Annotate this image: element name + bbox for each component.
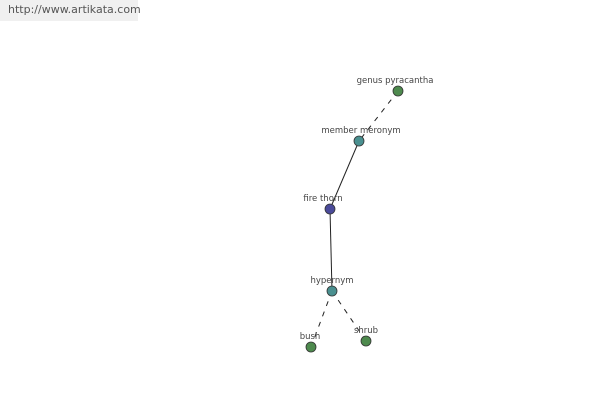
node-hypernym[interactable]: hypernym <box>310 276 354 297</box>
node-label: bush <box>300 332 321 342</box>
graph-edges <box>310 90 399 348</box>
node-label: genus pyracantha <box>357 76 434 86</box>
edge-member-meronym-fire-thorn <box>329 140 360 210</box>
relation-node-dot[interactable] <box>326 285 338 297</box>
node-label: shrub <box>354 326 378 336</box>
node-label: fire thorn <box>303 194 342 204</box>
edge-fire-thorn-hypernym <box>329 208 333 292</box>
word-node-dot[interactable] <box>392 85 404 97</box>
word-node-dot[interactable] <box>305 341 317 353</box>
node-shrub[interactable]: shrub <box>354 326 378 347</box>
node-member-meronym[interactable]: member meronym <box>321 126 401 147</box>
node-genus-pyracantha[interactable]: genus pyracantha <box>357 76 434 97</box>
node-fire-thorn[interactable]: fire thorn <box>303 194 343 215</box>
node-label: member meronym <box>321 126 400 136</box>
focus-node-dot[interactable] <box>324 203 336 215</box>
word-node-dot[interactable] <box>360 335 372 347</box>
relation-node-dot[interactable] <box>353 135 365 147</box>
node-bush[interactable]: bush <box>300 332 321 353</box>
watermark-url: http://www.artikata.com <box>0 0 141 21</box>
node-label: hypernym <box>310 276 353 286</box>
